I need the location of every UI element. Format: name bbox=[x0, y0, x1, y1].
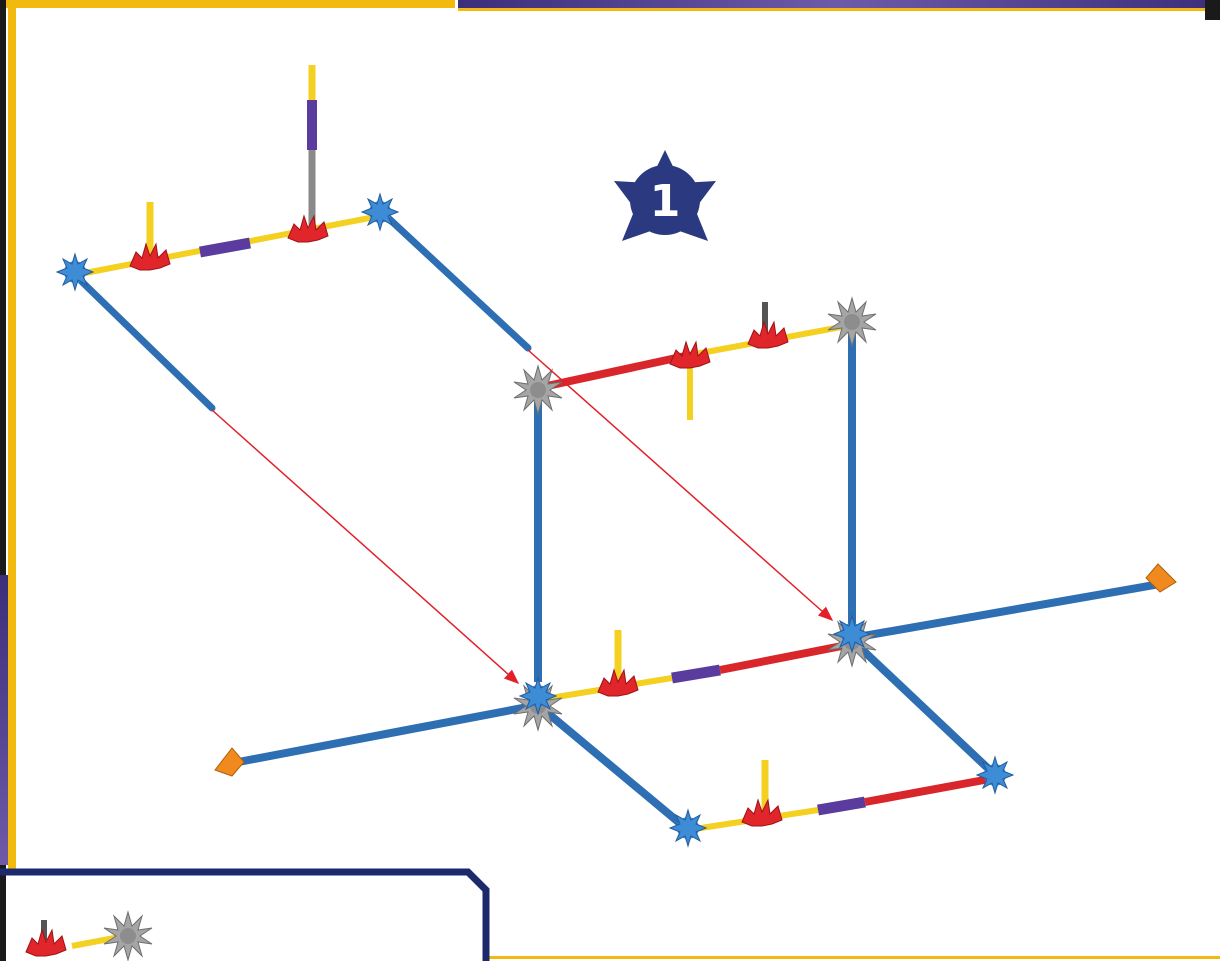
red-rod bbox=[864, 774, 996, 806]
left-yellow-border bbox=[8, 8, 16, 870]
red-connector bbox=[669, 341, 711, 369]
top-purple-border bbox=[458, 0, 1220, 11]
step-number: 1 bbox=[650, 176, 681, 227]
base-subassembly bbox=[214, 563, 1177, 847]
blue-rod bbox=[851, 580, 1161, 642]
inset-parts-preview bbox=[25, 911, 153, 961]
top-yellow-border bbox=[0, 0, 455, 8]
right-dark-corner bbox=[1205, 0, 1220, 20]
orange-connector bbox=[214, 747, 245, 777]
assembly-arrow bbox=[211, 409, 520, 684]
purple-clip bbox=[817, 796, 866, 816]
inset-panel-border bbox=[0, 868, 490, 961]
blue-rod bbox=[71, 271, 216, 412]
red-connector bbox=[287, 215, 329, 243]
blue-rod bbox=[849, 637, 998, 778]
bottom-yellow-border bbox=[488, 956, 1220, 959]
left-black-border bbox=[0, 0, 6, 961]
step-badge: 1 bbox=[614, 150, 716, 241]
purple-clip bbox=[671, 664, 721, 684]
orange-connector bbox=[1145, 563, 1177, 593]
blue-rod bbox=[381, 211, 532, 352]
left-purple-strip bbox=[0, 575, 8, 865]
top-left-subassembly bbox=[56, 65, 532, 412]
grey-connector bbox=[827, 297, 877, 347]
assembly-arrow bbox=[527, 349, 834, 621]
red-rod bbox=[537, 351, 691, 392]
purple-clip bbox=[199, 237, 251, 258]
blue-rod bbox=[227, 701, 539, 768]
upper-right-subassembly bbox=[513, 297, 877, 682]
blue-rod bbox=[535, 701, 691, 834]
